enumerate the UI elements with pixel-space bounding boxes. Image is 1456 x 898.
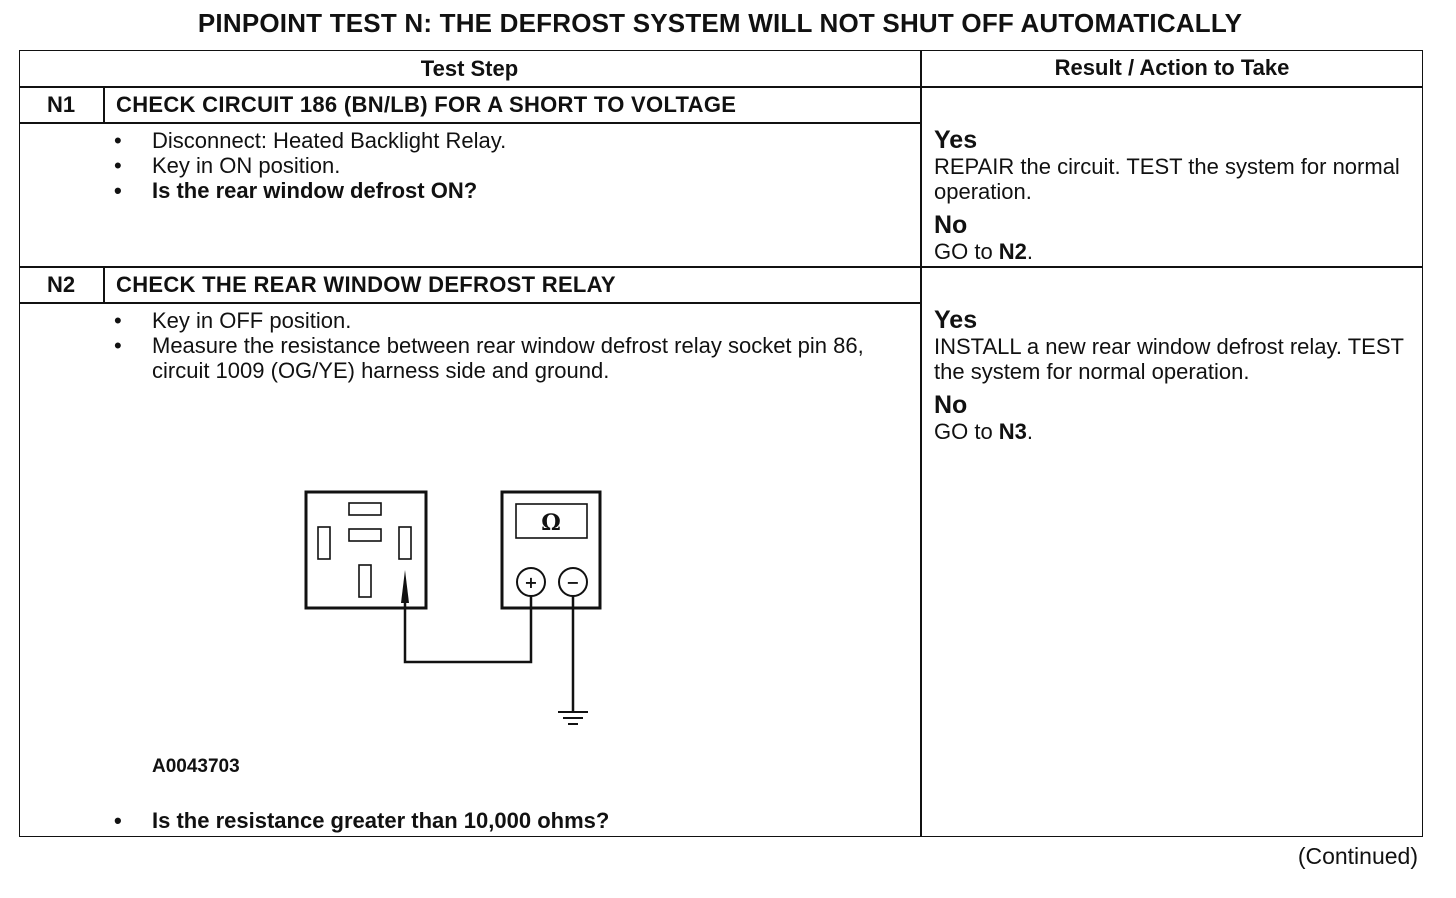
header-test-step: Test Step xyxy=(420,56,519,81)
column-divider xyxy=(920,50,922,837)
relay-socket xyxy=(304,490,428,610)
step-title-divider-n1 xyxy=(19,122,921,124)
figure-id: A0043703 xyxy=(152,756,240,777)
step-bullets-n2: Key in OFF position. Measure the resista… xyxy=(114,308,884,383)
goto-link-n3[interactable]: N3 xyxy=(998,419,1027,444)
continued-label: (Continued) xyxy=(1297,843,1418,869)
yes-label: Yes xyxy=(934,306,978,334)
probe-tip xyxy=(401,570,409,603)
plus-sign: + xyxy=(524,573,537,592)
no-label: No xyxy=(934,391,968,419)
minus-sign: − xyxy=(566,573,579,592)
resistance-measurement-diagram: Ω + − xyxy=(304,490,602,725)
socket-terminal xyxy=(358,564,372,598)
ohmmeter xyxy=(500,490,602,610)
step-title-n1: CHECK CIRCUIT 186 (BN/LB) FOR A SHORT TO… xyxy=(116,92,737,117)
no-action: GO to N2. xyxy=(934,239,1034,264)
list-item: Key in ON position. xyxy=(114,153,904,178)
step-title-n2: CHECK THE REAR WINDOW DEFROST RELAY xyxy=(116,272,616,297)
no-action: GO to N3. xyxy=(934,419,1034,444)
list-item: Is the resistance greater than 10,000 oh… xyxy=(114,808,884,833)
step-title-divider-n2 xyxy=(19,302,921,304)
header-divider xyxy=(19,86,1423,88)
ohm-symbol: Ω xyxy=(541,510,561,536)
result-n2: Yes INSTALL a new rear window defrost re… xyxy=(934,306,1419,444)
list-item: Is the rear window defrost ON? xyxy=(114,178,904,203)
page-title: PINPOINT TEST N: THE DEFROST SYSTEM WILL… xyxy=(197,8,1243,38)
socket-terminal-pin-86 xyxy=(398,526,412,560)
step-bullets-n1: Disconnect: Heated Backlight Relay. Key … xyxy=(114,128,904,203)
yes-action: INSTALL a new rear window defrost relay.… xyxy=(934,334,1404,384)
list-item: Measure the resistance between rear wind… xyxy=(114,333,884,383)
step-id-n1: N1 xyxy=(46,92,76,117)
yes-action: REPAIR the circuit. TEST the system for … xyxy=(934,154,1400,204)
yes-label: Yes xyxy=(934,126,978,154)
step-id-n2: N2 xyxy=(46,272,76,297)
step-divider xyxy=(19,266,1423,268)
result-n1: Yes REPAIR the circuit. TEST the system … xyxy=(934,126,1409,264)
pinpoint-test-table xyxy=(19,50,1423,837)
positive-lead-wire xyxy=(403,596,533,664)
no-label: No xyxy=(934,211,968,239)
step-id-divider-n2 xyxy=(103,266,105,303)
step-id-divider-n1 xyxy=(103,86,105,123)
step-question-n2: Is the resistance greater than 10,000 oh… xyxy=(114,808,884,833)
header-result-action: Result / Action to Take xyxy=(1054,55,1290,80)
socket-terminal xyxy=(348,528,382,542)
socket-terminal xyxy=(317,526,331,560)
list-item: Key in OFF position. xyxy=(114,308,884,333)
goto-link-n2[interactable]: N2 xyxy=(998,239,1027,264)
ohmmeter-display xyxy=(515,503,588,539)
list-item: Disconnect: Heated Backlight Relay. xyxy=(114,128,904,153)
socket-terminal xyxy=(348,502,382,516)
